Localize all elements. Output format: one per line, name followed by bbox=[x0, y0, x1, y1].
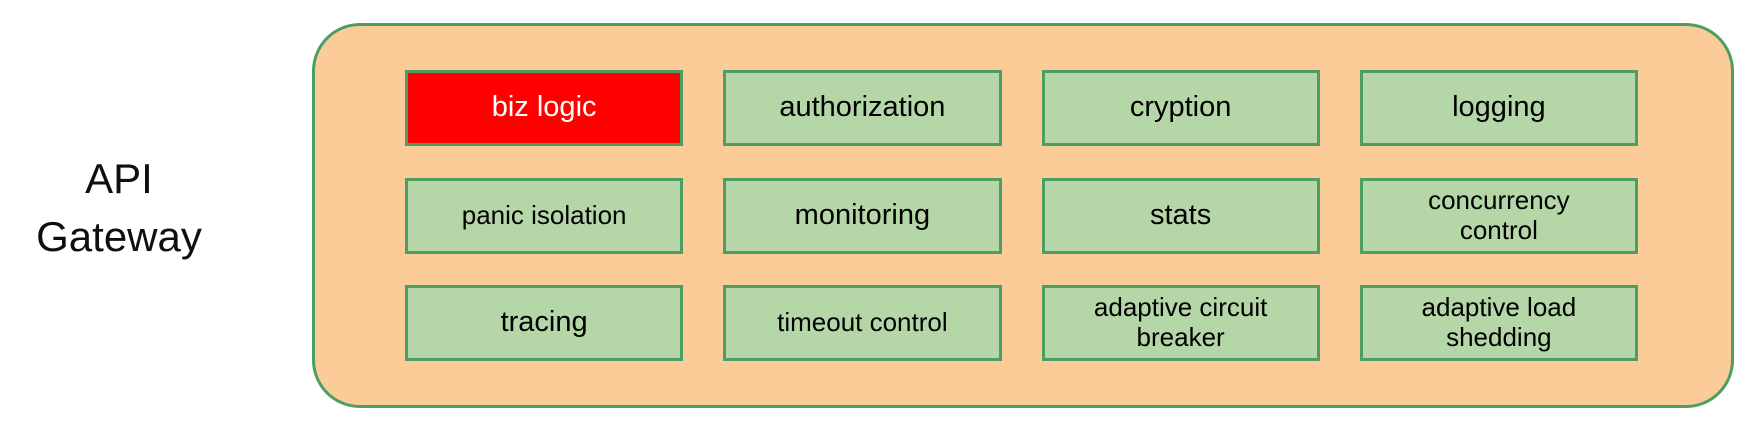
gateway-box-monitoring: monitoring bbox=[723, 177, 1002, 254]
gateway-box-cryption: cryption bbox=[1041, 70, 1320, 146]
gateway-box-stats: stats bbox=[1041, 177, 1320, 254]
gateway-box-concurrency-control: concurrency control bbox=[1359, 177, 1638, 254]
gateway-box-tracing: tracing bbox=[405, 285, 684, 361]
gateway-box-panic-isolation: panic isolation bbox=[405, 177, 684, 254]
api-gateway-container: biz logic authorization cryption logging… bbox=[312, 23, 1734, 408]
gateway-box-adaptive-circuit-breaker: adaptive circuit breaker bbox=[1041, 285, 1320, 361]
gateway-box-timeout-control: timeout control bbox=[723, 285, 1002, 361]
feature-box-grid: biz logic authorization cryption logging… bbox=[405, 70, 1638, 361]
gateway-box-logging: logging bbox=[1359, 70, 1638, 146]
gateway-box-authorization: authorization bbox=[723, 70, 1002, 146]
api-gateway-title: API Gateway bbox=[36, 155, 202, 260]
gateway-box-biz-logic: biz logic bbox=[405, 70, 684, 146]
gateway-box-adaptive-load-shedding: adaptive load shedding bbox=[1359, 285, 1638, 361]
